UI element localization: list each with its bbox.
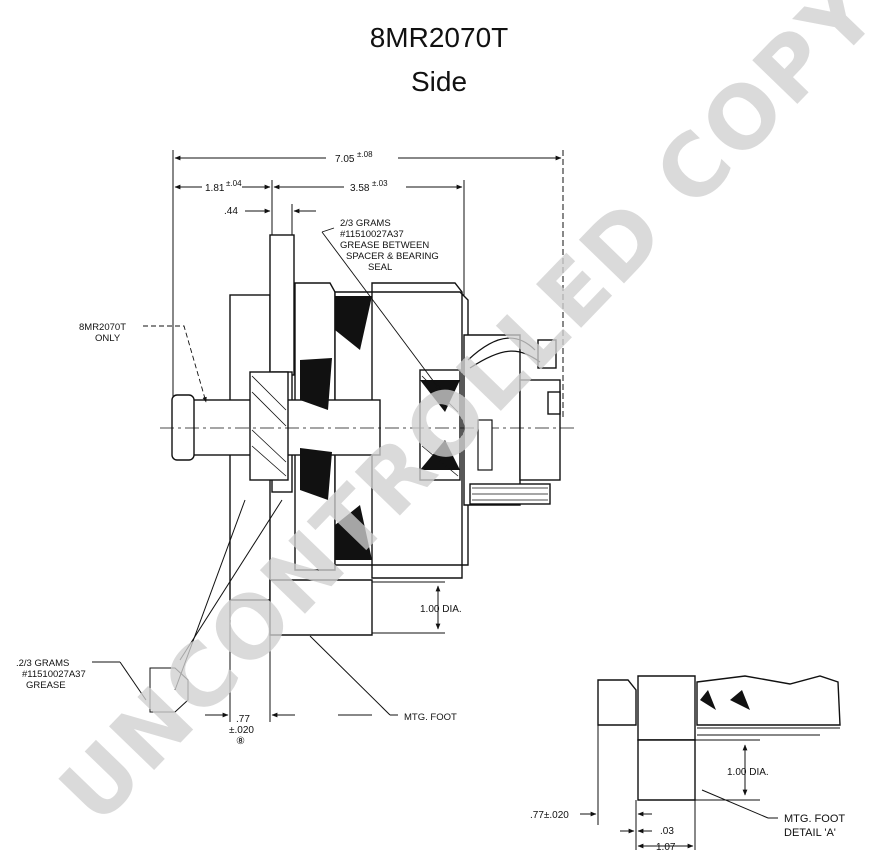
detail-gap: .03 (660, 826, 674, 837)
drawing-subtitle: Side (410, 66, 468, 97)
overall-length-tol: ±.08 (357, 150, 373, 159)
bearing-hatching (251, 375, 548, 501)
detail-foot-diameter: 1.00 DIA. (727, 767, 769, 778)
pulley-offset-value: .44 (224, 206, 238, 217)
foot-offset-value: .77 (236, 714, 250, 725)
grease-top-line-3: GREASE BETWEEN (340, 240, 429, 251)
model-only-line-1: 8MR2070T (79, 322, 126, 333)
grease-top-leader (321, 227, 441, 391)
grease-top-line-2: #11510027A37 (340, 229, 404, 240)
rotor-poles (300, 296, 460, 560)
front-offset-tol: ±.04 (226, 179, 242, 188)
foot-offset-tol: ±.020 (229, 725, 254, 736)
drawing-title: 8MR2070T (369, 22, 509, 53)
model-only-line-2: ONLY (95, 333, 121, 344)
detail-a-hatching (700, 690, 750, 710)
grease-top-line-1: 2/3 GRAMS (340, 218, 391, 229)
mid-length-tol: ±.03 (372, 179, 388, 188)
foot-offset-note: ⑧ (236, 736, 245, 747)
mid-length-value: 3.58 (350, 183, 370, 194)
detail-foot-offset: .77±.020 (530, 810, 569, 821)
grease-left-line-1: .2/3 GRAMS (16, 658, 69, 669)
grease-left-line-2: #11510027A37 (22, 669, 86, 680)
detail-a-label-1: MTG. FOOT (784, 813, 845, 825)
alternator-side-view (171, 234, 561, 636)
grease-top-line-5: SEAL (368, 262, 392, 273)
lead-wire (467, 337, 536, 361)
grease-top-line-4: SPACER & BEARING (346, 251, 439, 262)
overall-length-value: 7.05 (335, 154, 355, 165)
detail-a-drawing (597, 675, 841, 801)
mtg-foot-label: MTG. FOOT (404, 712, 457, 723)
foot-diameter-label: 1.00 DIA. (420, 604, 462, 615)
detail-width: 1.07 (656, 842, 676, 853)
detail-a-label-2: DETAIL 'A' (784, 827, 836, 839)
grease-left-line-3: GREASE (26, 680, 66, 691)
front-offset-value: 1.81 (205, 183, 225, 194)
